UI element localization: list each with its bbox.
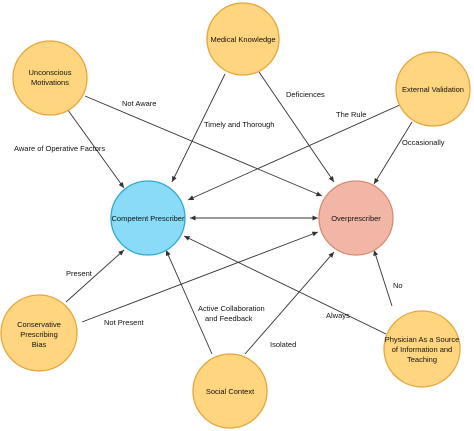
svg-text:Overprescriber: Overprescriber: [331, 214, 381, 223]
node-medical-knowledge: Medical Knowledge: [206, 2, 280, 76]
svg-text:Conservative: Conservative: [17, 320, 61, 329]
svg-text:Unconscious: Unconscious: [29, 68, 72, 77]
svg-text:Bias: Bias: [32, 340, 47, 349]
node-competent-prescriber: Competent Prescriber: [110, 180, 186, 256]
edge-physician-to-competent: [183, 235, 387, 335]
label-and-feedback: and Feedback: [205, 314, 253, 323]
node-conservative-bias: Conservative Prescribing Bias: [0, 294, 78, 372]
label-not-aware: Not Aware: [122, 99, 156, 108]
svg-text:of Information and: of Information and: [392, 345, 452, 354]
edge-external-to-competent: [187, 103, 403, 201]
svg-text:Motivations: Motivations: [31, 78, 69, 87]
label-not-present: Not Present: [104, 318, 145, 327]
svg-text:Competent Prescriber: Competent Prescriber: [112, 214, 185, 223]
edge-social-to-competent: [165, 249, 213, 355]
svg-text:Medical Knowledge: Medical Knowledge: [210, 35, 275, 44]
svg-text:Social Context: Social Context: [206, 387, 255, 396]
label-present: Present: [66, 269, 93, 278]
edge-unconscious-to-overprescriber: [84, 95, 323, 197]
edge-labels: Not Aware Aware of Operative Factors Tim…: [14, 90, 445, 349]
edge-conservative-to-overprescriber: [81, 231, 319, 323]
label-active-collaboration: Active Collaboration: [198, 304, 265, 313]
svg-text:Teaching: Teaching: [407, 355, 437, 364]
node-social-context: Social Context: [192, 353, 268, 429]
svg-text:Prescribing: Prescribing: [20, 330, 58, 339]
label-aware-of-operative-factors: Aware of Operative Factors: [14, 144, 105, 153]
label-no: No: [393, 281, 403, 290]
node-external-validation: External Validation: [395, 51, 471, 127]
svg-text:External Validation: External Validation: [402, 85, 464, 94]
edge-medical-to-competent: [171, 73, 226, 183]
edge-medical-to-overprescriber: [258, 71, 335, 183]
edge-conservative-to-competent: [65, 249, 125, 303]
edge-physician-to-overprescriber: [373, 249, 393, 307]
label-timely-and-thorough: Timely and Thorough: [204, 120, 274, 129]
node-unconscious-motivations: Unconscious Motivations: [12, 40, 88, 116]
svg-text:Physician As a Source: Physician As a Source: [385, 335, 460, 344]
node-physician-source: Physician As a Source of Information and…: [383, 310, 461, 388]
edge-social-to-overprescriber: [244, 251, 335, 355]
edge-unconscious-to-competent: [64, 105, 125, 189]
label-always: Always: [326, 311, 350, 320]
label-isolated: Isolated: [270, 340, 296, 349]
label-occasionally: Occasionally: [402, 138, 445, 147]
label-deficiencies: Deficiences: [286, 90, 325, 99]
label-the-rule: The Rule: [336, 110, 366, 119]
edges: [64, 71, 413, 355]
node-overprescriber: Overprescriber: [318, 180, 394, 256]
edge-external-to-overprescriber: [373, 121, 413, 185]
